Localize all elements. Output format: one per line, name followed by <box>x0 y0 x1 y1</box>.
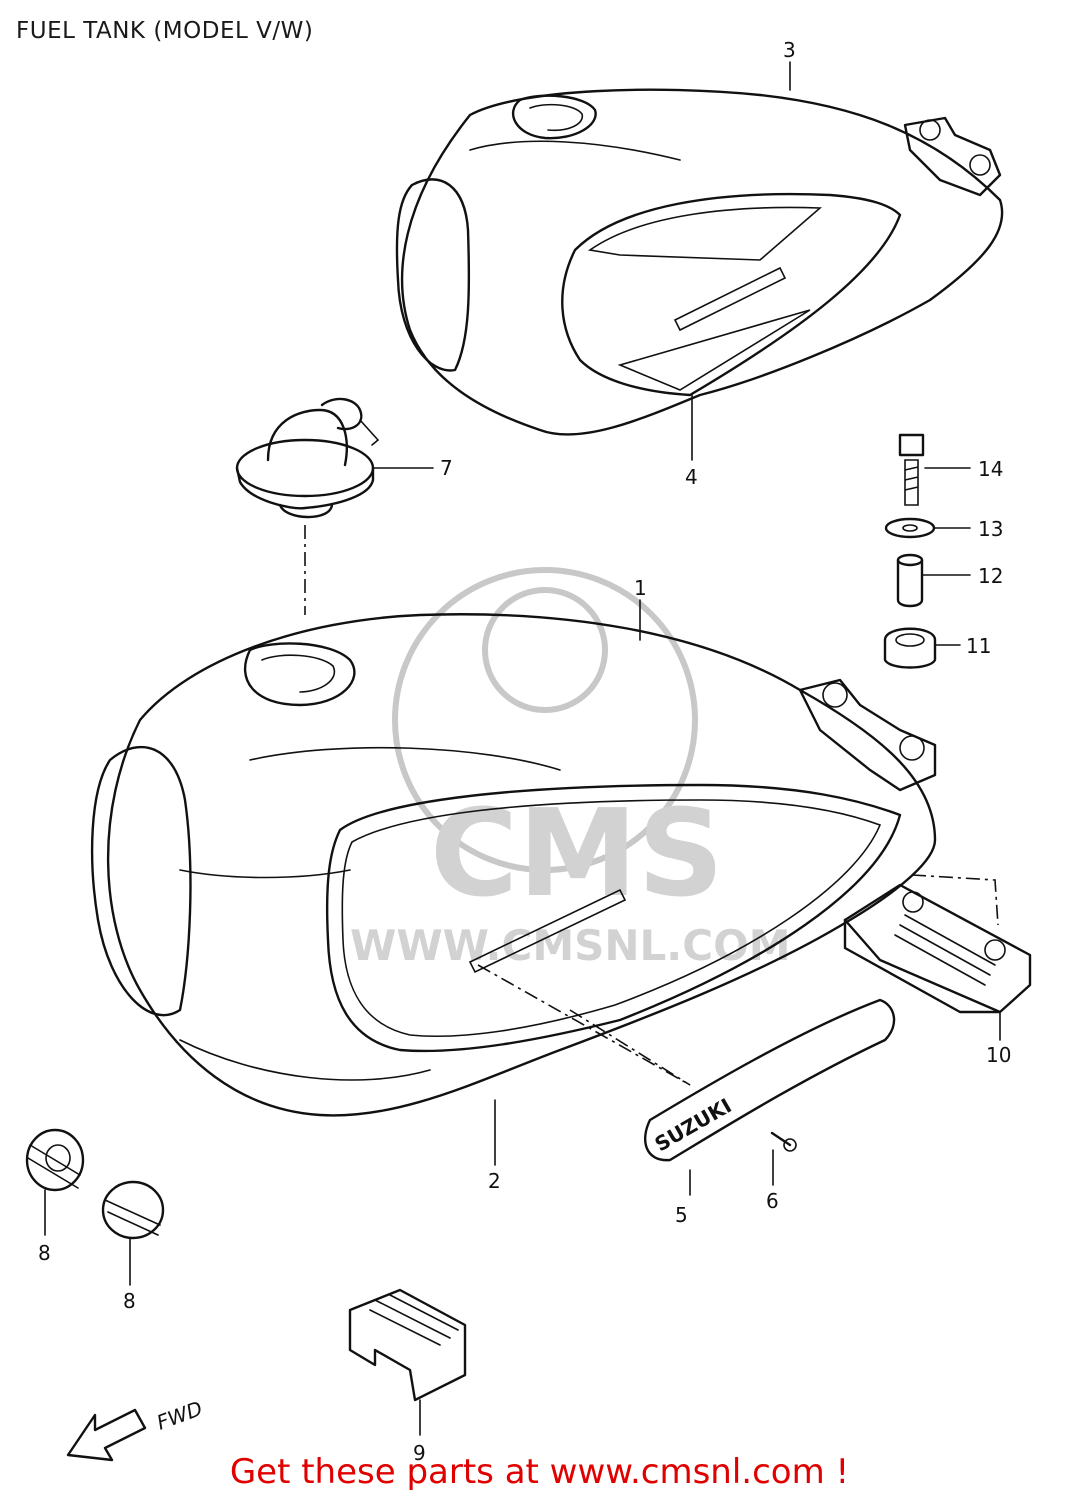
callout-8-first: 8 <box>38 1241 51 1265</box>
parts-promo-link[interactable]: Get these parts at www.cmsnl.com ! <box>229 1452 850 1492</box>
callout-7: 7 <box>440 456 453 480</box>
callout-13: 13 <box>978 517 1003 541</box>
callout-3: 3 <box>783 38 796 62</box>
suzuki-emblem[interactable]: SUZUKI <box>643 998 896 1162</box>
fwd-arrow-icon <box>66 1408 147 1462</box>
mounting-hardware[interactable] <box>883 433 937 669</box>
watermark-url-text: WWW.CMSNL.COM <box>350 921 791 970</box>
emblem-screw[interactable] <box>770 1131 797 1152</box>
callout-6: 6 <box>766 1189 779 1213</box>
bolt-head-icon <box>898 433 925 457</box>
fuel-cap-with-key[interactable] <box>235 397 380 519</box>
watermark-logo-text: CMS <box>430 785 724 924</box>
callout-1: 1 <box>634 576 647 600</box>
fuel-tank-upper[interactable] <box>395 88 1004 436</box>
rubber-mount-rear[interactable] <box>843 883 1032 1014</box>
callout-2: 2 <box>488 1169 501 1193</box>
callout-labels: 3 4 7 1 2 5 6 14 13 12 11 10 8 8 9 <box>38 38 1011 1465</box>
fuel-tank-main[interactable] <box>90 613 937 1117</box>
callout-11: 11 <box>966 634 991 658</box>
tank-cushion-front[interactable] <box>348 1288 467 1402</box>
callout-9: 9 <box>413 1441 426 1465</box>
callout-14: 14 <box>978 457 1003 481</box>
callout-5: 5 <box>675 1203 688 1227</box>
grommet-front-pair[interactable] <box>25 1128 165 1240</box>
forward-direction-indicator: FWD <box>66 1396 206 1462</box>
callout-8-second: 8 <box>123 1289 136 1313</box>
watermark-logo: CMS WWW.CMSNL.COM <box>350 567 791 970</box>
callout-12: 12 <box>978 564 1003 588</box>
callout-4: 4 <box>685 465 698 489</box>
callout-leader-lines <box>44 61 1001 1436</box>
callout-10: 10 <box>986 1043 1011 1067</box>
assembly-guide-lines <box>304 525 999 1086</box>
diagram-title: FUEL TANK (MODEL V/W) <box>16 18 314 44</box>
fwd-label: FWD <box>154 1396 206 1435</box>
